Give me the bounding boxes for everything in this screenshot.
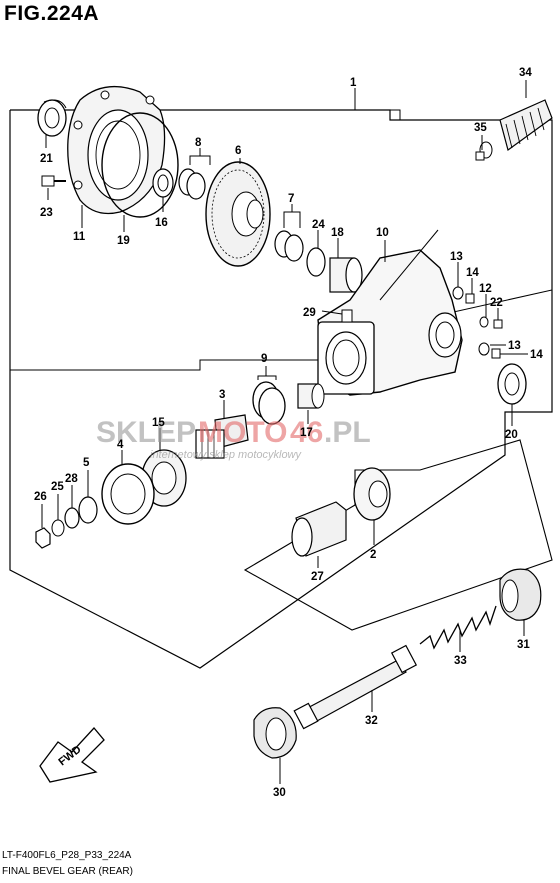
part-2-seal xyxy=(353,467,391,545)
part-34-boot xyxy=(499,80,553,151)
callout-7: 7 xyxy=(288,193,294,205)
callout-26: 26 xyxy=(34,491,47,503)
callout-1: 1 xyxy=(350,77,357,89)
callout-32: 32 xyxy=(365,715,378,727)
callout-18: 18 xyxy=(331,227,344,239)
part-14-bolt-bottom xyxy=(491,348,528,359)
part-25-washer xyxy=(51,494,65,537)
part-19-oring xyxy=(101,112,179,232)
callout-5: 5 xyxy=(83,457,90,469)
part-26-nut xyxy=(35,504,51,549)
part-13-washer-bottom xyxy=(478,342,506,356)
part-11-cover xyxy=(67,86,166,228)
part-29-plug xyxy=(321,309,353,323)
callout-14b: 14 xyxy=(530,349,543,361)
part-7-shims xyxy=(274,204,304,262)
part-8-shims xyxy=(178,148,211,200)
part-9-shims xyxy=(252,366,286,425)
callout-6: 6 xyxy=(235,145,241,157)
callout-22: 22 xyxy=(490,297,503,309)
figure-title: FIG.224A xyxy=(4,2,100,25)
watermark-subtitle: internetowy sklep motocyklowy xyxy=(150,449,303,461)
figure-name: FINAL BEVEL GEAR (REAR) xyxy=(2,866,133,877)
callout-13a: 13 xyxy=(450,251,463,263)
part-35-clamp xyxy=(475,135,493,161)
watermark-text-2: MOTO xyxy=(198,416,287,449)
callout-33: 33 xyxy=(454,655,467,667)
callout-20: 20 xyxy=(505,429,518,441)
callout-25: 25 xyxy=(51,481,64,493)
part-16-bearing xyxy=(152,168,174,212)
callout-34: 34 xyxy=(519,67,532,79)
outer-frame xyxy=(9,109,553,669)
watermark-text-1: SKLEP xyxy=(96,416,196,449)
callout-14a: 14 xyxy=(466,267,479,279)
part-32-shaft xyxy=(293,644,418,730)
callout-17: 17 xyxy=(300,427,313,439)
callout-29: 29 xyxy=(303,307,316,319)
callout-9: 9 xyxy=(261,353,267,365)
part-10-housing xyxy=(317,229,463,396)
callout-24: 24 xyxy=(312,219,325,231)
part-31-boot xyxy=(499,568,542,636)
callout-27: 27 xyxy=(311,571,324,583)
part-18-bearing xyxy=(329,238,363,293)
callout-19: 19 xyxy=(117,235,130,247)
watermark-text-4: .PL xyxy=(324,416,371,449)
part-28-oring xyxy=(64,485,80,529)
part-33-spring xyxy=(419,605,497,652)
callout-11: 11 xyxy=(73,231,86,243)
callout-30: 30 xyxy=(273,787,286,799)
figure-code: LT-F400FL6_P28_P33_224A xyxy=(2,850,132,861)
callout-35: 35 xyxy=(474,122,487,134)
part-30-boot xyxy=(253,707,297,784)
callout-3: 3 xyxy=(219,389,225,401)
callout-13b: 13 xyxy=(508,340,521,352)
part-20-seal xyxy=(497,363,527,426)
watermark: SKLEP MOTO 46 .PL internetowy sklep moto… xyxy=(96,416,371,461)
assembly-outline xyxy=(10,109,553,371)
callout-31: 31 xyxy=(517,639,530,651)
part-14-bolt-top xyxy=(465,278,475,304)
callout-21: 21 xyxy=(40,153,53,165)
part-23-bolt xyxy=(41,175,66,200)
callout-12: 12 xyxy=(479,283,492,295)
watermark-text-3: 46 xyxy=(290,416,323,449)
callout-23: 23 xyxy=(40,207,53,219)
callout-4: 4 xyxy=(117,439,124,451)
callout-10: 10 xyxy=(376,227,389,239)
callout-8: 8 xyxy=(195,137,202,149)
part-22-bolt xyxy=(493,308,503,329)
part-6-ring-gear xyxy=(205,158,271,267)
part-21-seal xyxy=(37,99,67,148)
callout-16: 16 xyxy=(155,217,168,229)
callout-15: 15 xyxy=(152,417,165,429)
callout-28: 28 xyxy=(65,473,78,485)
part-17-bearing xyxy=(297,383,325,424)
part-24-shim xyxy=(306,230,326,277)
part-13-washer-top xyxy=(452,262,464,300)
part-5-seal xyxy=(78,470,98,524)
part-4-housing xyxy=(101,450,155,525)
callout-2: 2 xyxy=(370,549,376,561)
part-3-pinion xyxy=(195,400,249,459)
part-27-coupler xyxy=(291,501,347,568)
part-12-washer xyxy=(479,294,489,328)
fwd-arrow-icon: FWD xyxy=(39,727,105,783)
